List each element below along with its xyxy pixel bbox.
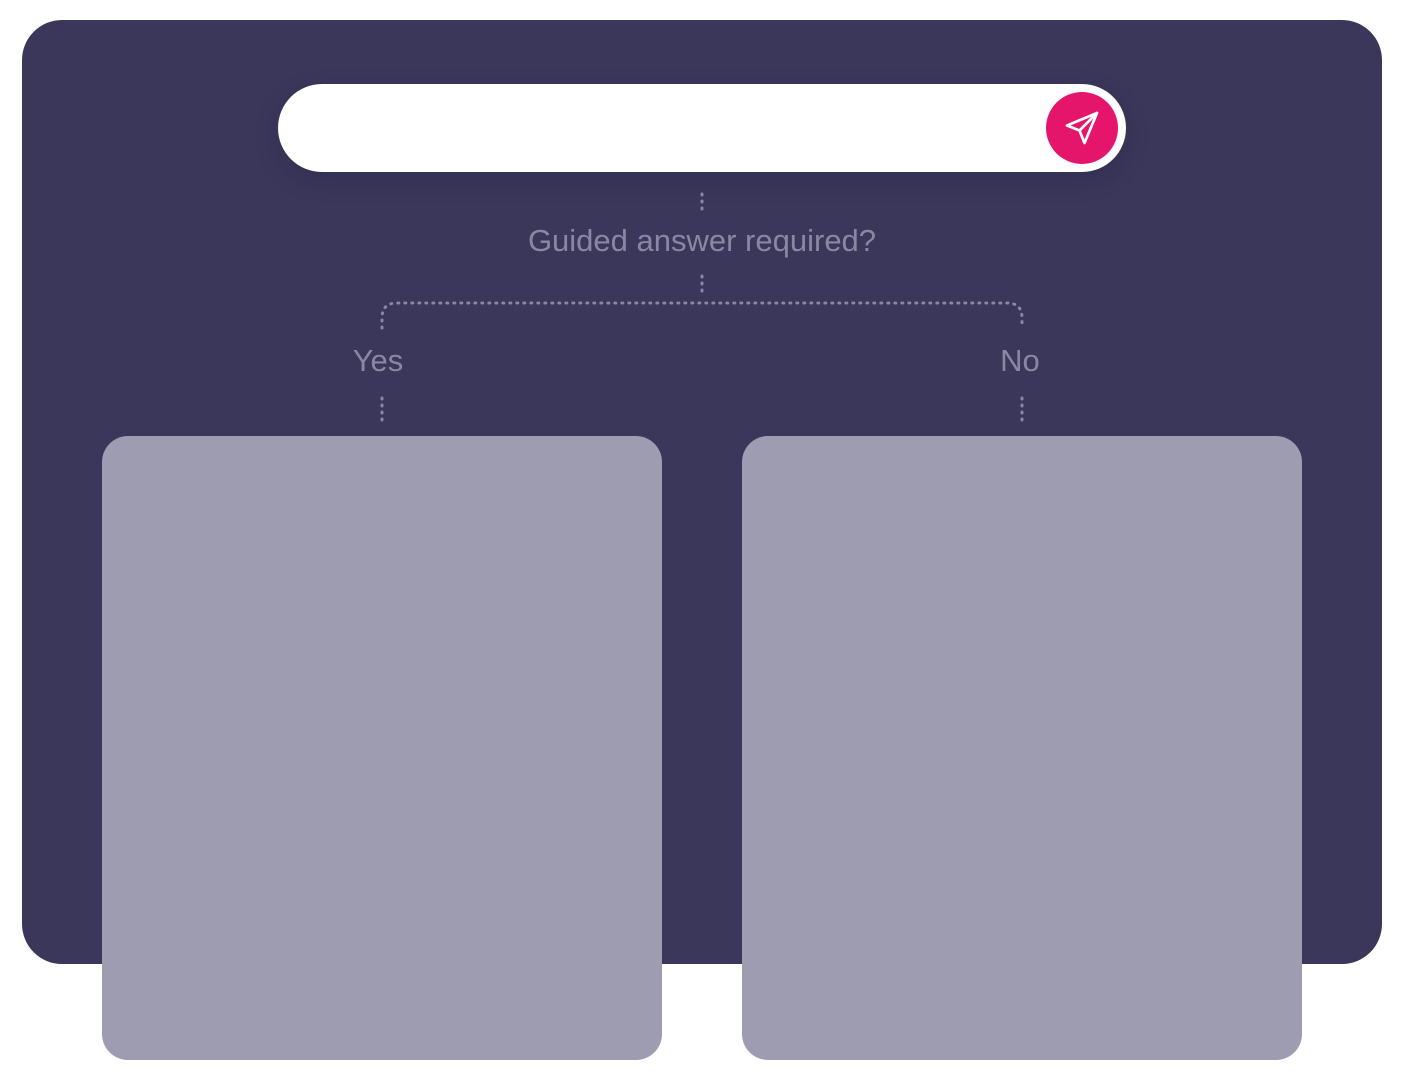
yes-branch-label: Yes bbox=[352, 343, 404, 378]
search-input[interactable] bbox=[312, 84, 1036, 174]
send-button[interactable] bbox=[1046, 92, 1118, 164]
question-label: Guided answer required? bbox=[527, 223, 877, 258]
send-icon bbox=[1065, 111, 1099, 145]
yes-result-card bbox=[102, 436, 662, 1060]
search-bar bbox=[278, 84, 1126, 174]
no-branch-label: No bbox=[1000, 343, 1040, 378]
no-result-card bbox=[742, 436, 1302, 1060]
